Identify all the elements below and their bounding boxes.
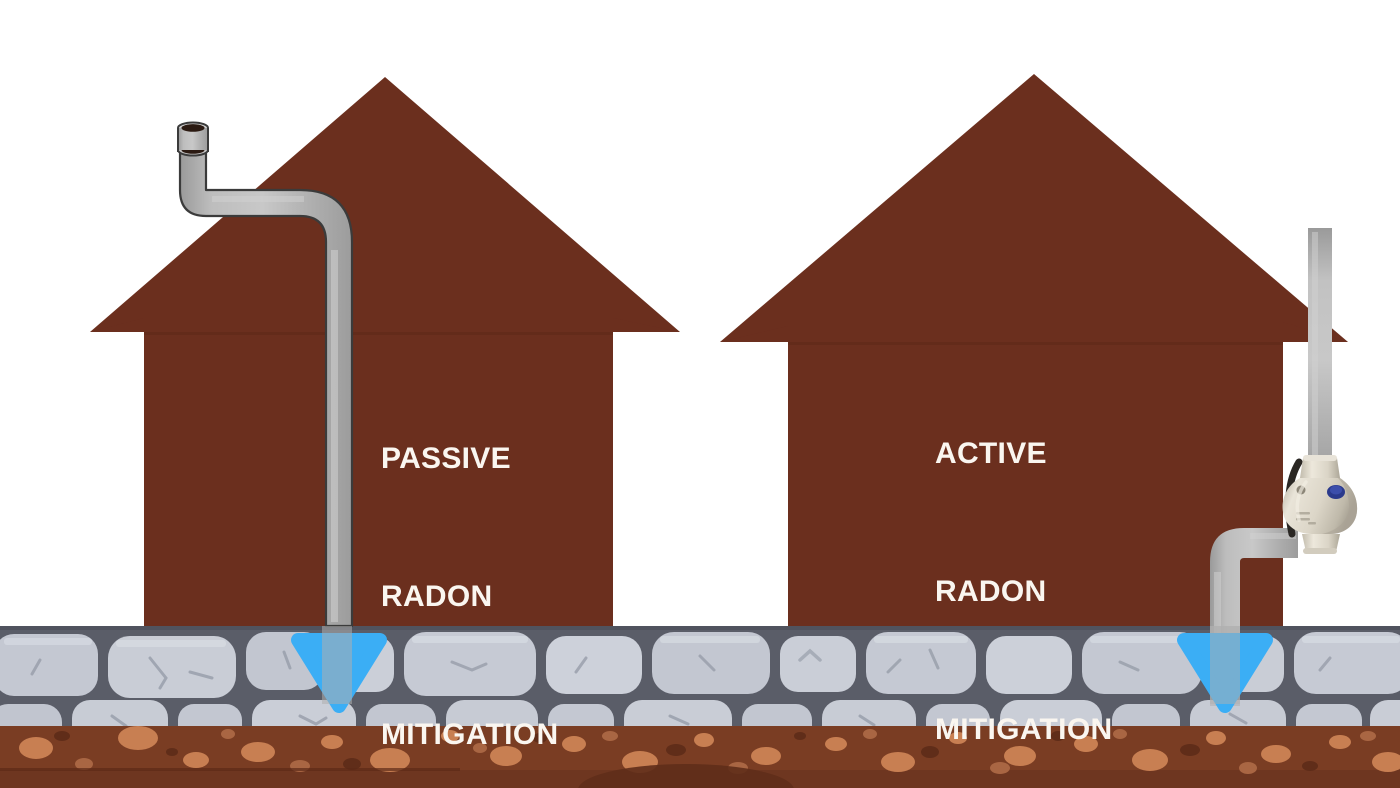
- wall-passive: [144, 332, 613, 626]
- fan-outlet-collar: [1302, 534, 1340, 552]
- fan-inlet-collar: [1300, 458, 1340, 478]
- house-active: [720, 74, 1348, 626]
- suction-point-active: [1177, 626, 1273, 713]
- gravel-stones: [0, 632, 1400, 726]
- suction-point-passive: [291, 626, 387, 713]
- roof-active: [720, 74, 1348, 342]
- vent-pipe-passive: [177, 121, 354, 628]
- gravel-layer: [0, 626, 1400, 726]
- house-passive: [90, 77, 680, 626]
- soil-layer: [0, 726, 1400, 788]
- vent-pipe-active-riser: [1308, 228, 1332, 468]
- radon-fan: [1282, 455, 1358, 554]
- soil-pebbles: [0, 726, 1400, 788]
- roof-passive: [90, 77, 680, 332]
- wall-active: [788, 342, 1283, 626]
